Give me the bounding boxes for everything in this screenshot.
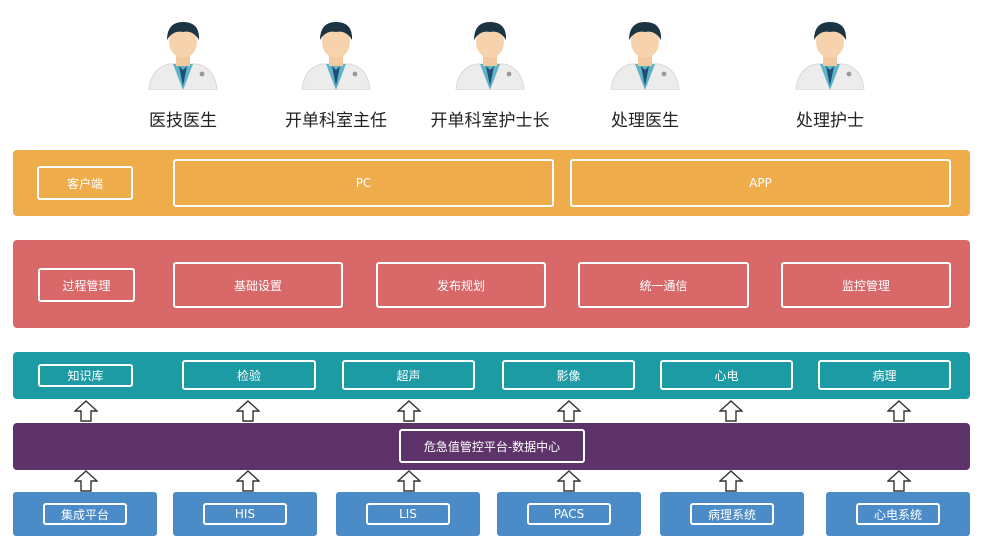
source-label[interactable]: 心电系统 <box>856 503 940 525</box>
source-pathology-system: 病理系统 <box>660 492 804 536</box>
source-integration-platform: 集成平台 <box>13 492 157 536</box>
up-arrow-icon <box>397 400 421 422</box>
knowledge-ecg[interactable]: 心电 <box>660 360 793 390</box>
up-arrow-icon <box>236 470 260 492</box>
knowledge-pathology[interactable]: 病理 <box>818 360 951 390</box>
role-label: 开单科室护士长 <box>430 111 550 131</box>
client-pc[interactable]: PC <box>173 159 554 207</box>
source-his: HIS <box>173 492 317 536</box>
up-arrow-icon <box>74 470 98 492</box>
doctor-avatar-icon <box>301 22 371 90</box>
process-layer-label: 过程管理 <box>38 268 135 302</box>
doctor-avatar-icon <box>795 22 865 90</box>
knowledge-lab-test[interactable]: 检验 <box>182 360 316 390</box>
source-label[interactable]: 病理系统 <box>690 503 774 525</box>
role-label: 医技医生 <box>149 111 217 131</box>
role-label: 处理医生 <box>611 111 679 131</box>
doctor-avatar-icon <box>455 22 525 90</box>
doctor-avatar-icon <box>148 22 218 90</box>
data-center-label[interactable]: 危急值管控平台-数据中心 <box>399 429 585 463</box>
source-lis: LIS <box>336 492 480 536</box>
role-ordering-dept-director: 开单科室主任 <box>266 10 406 131</box>
role-handling-doctor: 处理医生 <box>575 10 715 131</box>
role-label: 开单科室主任 <box>285 111 387 131</box>
up-arrow-icon <box>397 470 421 492</box>
role-label: 处理护士 <box>796 111 864 131</box>
module-release-planning[interactable]: 发布规划 <box>376 262 546 308</box>
knowledge-imaging[interactable]: 影像 <box>502 360 635 390</box>
client-app[interactable]: APP <box>570 159 951 207</box>
source-pacs: PACS <box>497 492 641 536</box>
source-label[interactable]: HIS <box>203 503 287 525</box>
client-layer-label: 客户端 <box>37 166 133 200</box>
knowledge-layer: 知识库 检验 超声 影像 心电 病理 <box>13 352 970 399</box>
up-arrow-icon <box>557 400 581 422</box>
source-label[interactable]: PACS <box>527 503 611 525</box>
module-unified-communication[interactable]: 统一通信 <box>578 262 749 308</box>
role-ordering-dept-head-nurse: 开单科室护士长 <box>420 10 560 131</box>
doctor-avatar-icon <box>610 22 680 90</box>
up-arrow-icon <box>236 400 260 422</box>
data-center-layer: 危急值管控平台-数据中心 <box>13 423 970 470</box>
knowledge-ultrasound[interactable]: 超声 <box>342 360 475 390</box>
up-arrow-icon <box>719 400 743 422</box>
client-layer: 客户端 PC APP <box>13 150 970 216</box>
up-arrow-icon <box>887 400 911 422</box>
source-label[interactable]: 集成平台 <box>43 503 127 525</box>
role-medical-tech-doctor: 医技医生 <box>113 10 253 131</box>
up-arrow-icon <box>74 400 98 422</box>
up-arrow-icon <box>719 470 743 492</box>
source-ecg-system: 心电系统 <box>826 492 970 536</box>
source-label[interactable]: LIS <box>366 503 450 525</box>
process-layer: 过程管理 基础设置 发布规划 统一通信 监控管理 <box>13 240 970 328</box>
module-basic-settings[interactable]: 基础设置 <box>173 262 343 308</box>
role-handling-nurse: 处理护士 <box>760 10 900 131</box>
knowledge-layer-label: 知识库 <box>38 364 133 387</box>
up-arrow-icon <box>557 470 581 492</box>
module-monitoring-management[interactable]: 监控管理 <box>781 262 951 308</box>
up-arrow-icon <box>887 470 911 492</box>
